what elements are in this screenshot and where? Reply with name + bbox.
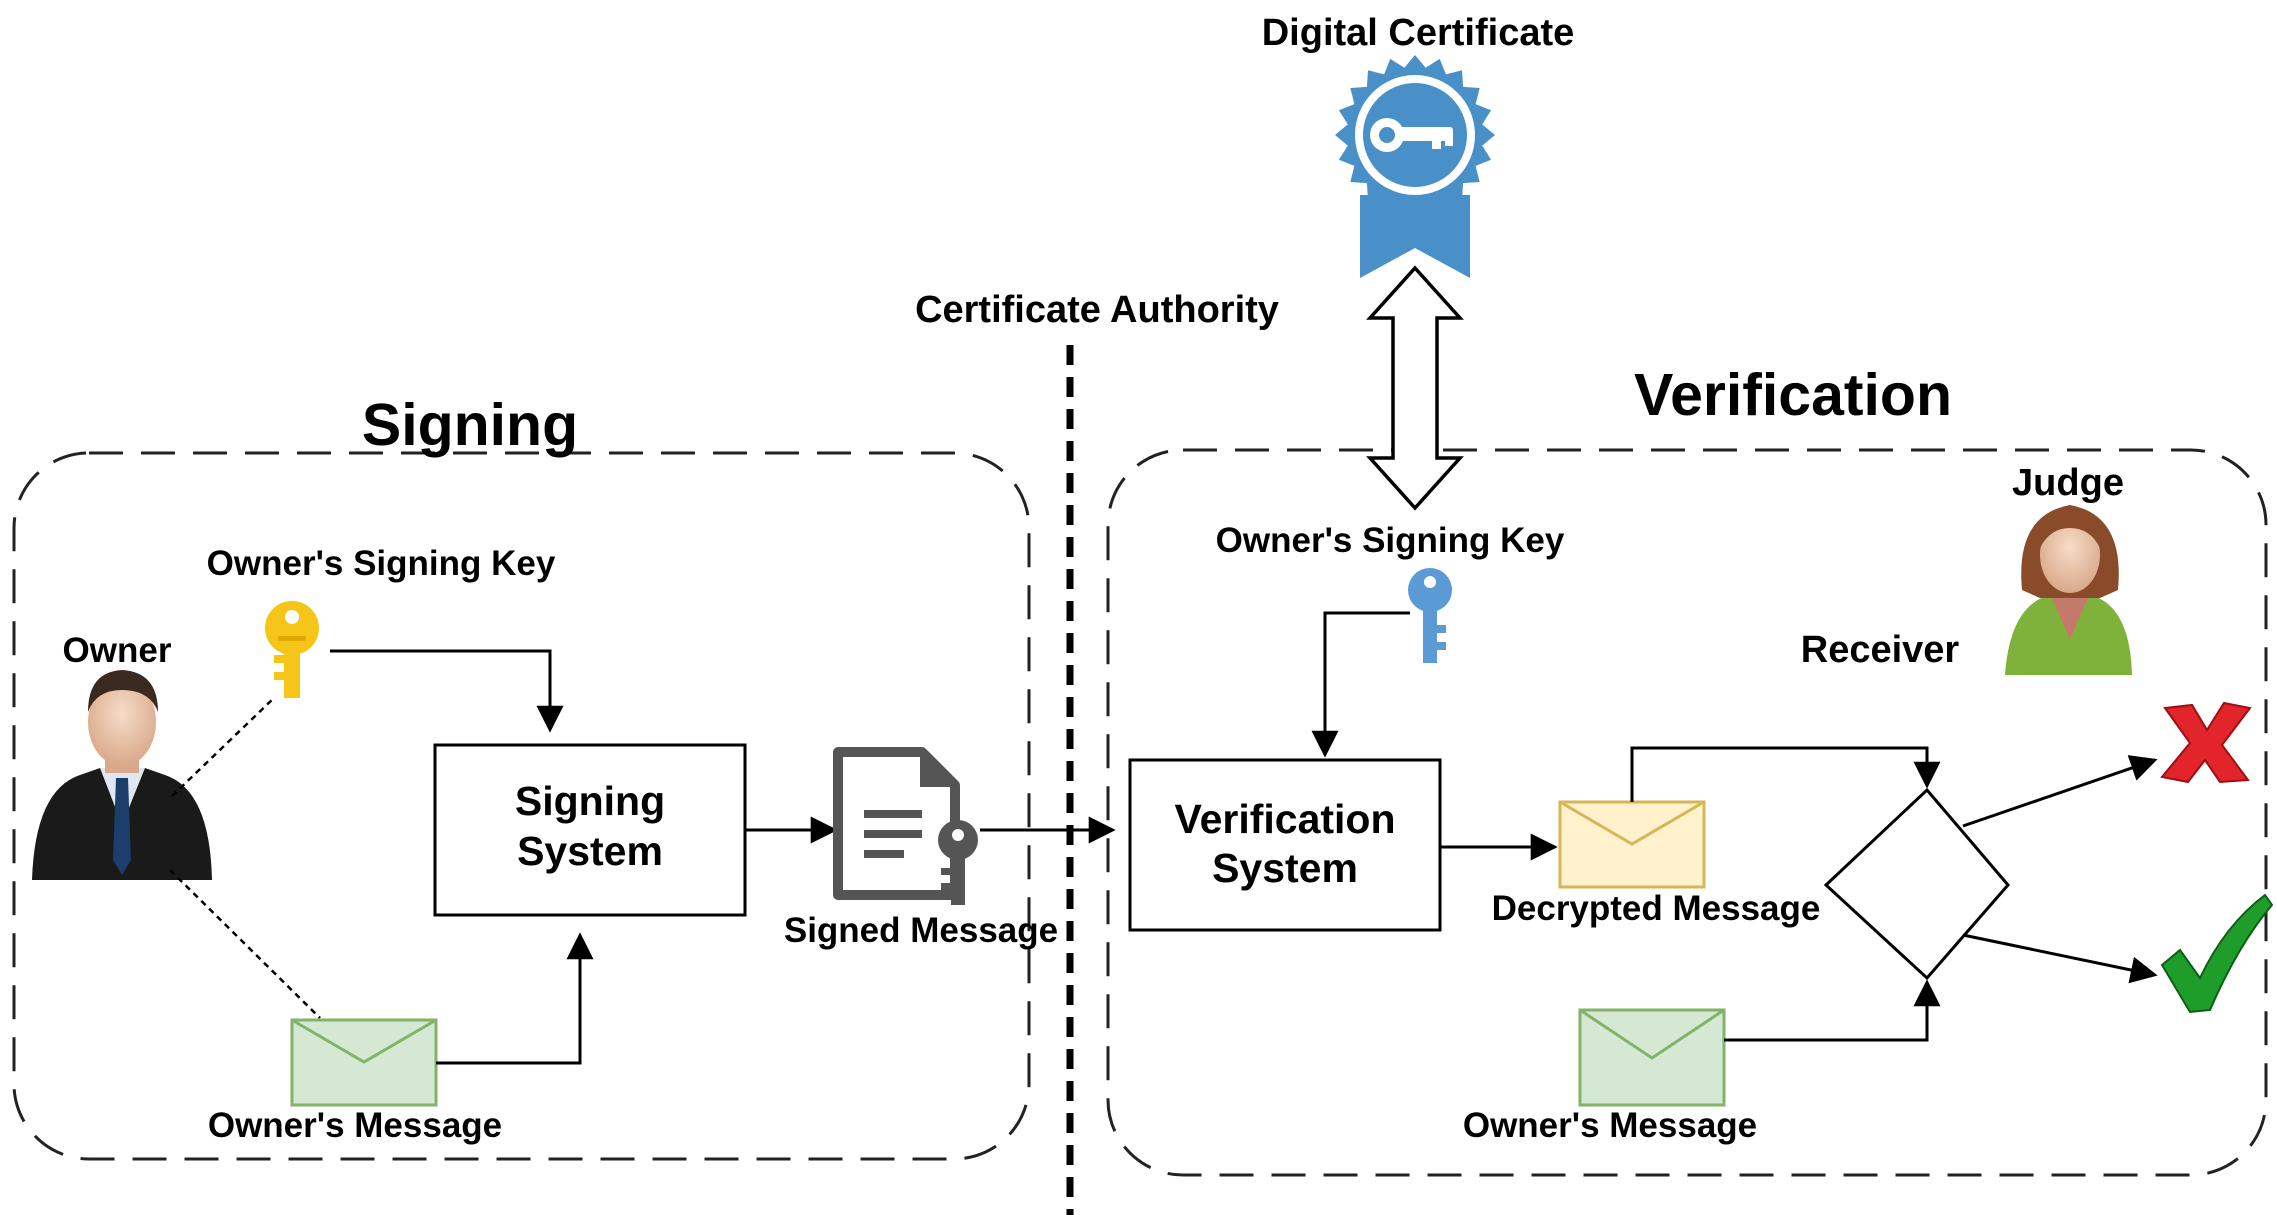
signing-key-icon [265,601,319,698]
signing-region [12,451,1031,1161]
businesswoman-icon [2005,505,2132,675]
authority-label: Certificate Authority [915,289,1279,331]
signed-document-icon [833,747,978,905]
owner-key-link [171,696,276,797]
signing-title: Signing [362,392,578,458]
message-to-compare-arrow [1724,979,1941,1042]
decrypted-message-envelope-icon [1558,800,1706,889]
decrypted-to-compare-arrow [1630,746,1941,802]
verification-owner-message-envelope-icon [1578,1008,1726,1107]
verification-owner-message-label: Owner's Message [1463,1106,1757,1145]
certificate-badge-icon [1335,55,1495,278]
verify-key-label: Owner's Signing Key [1216,521,1565,560]
signing-system-line2: System [517,828,663,874]
owner-message-envelope-icon [290,1018,438,1107]
judge-label: Judge [2012,462,2124,504]
verify-key-icon [1408,568,1452,663]
owner-message-link [169,869,321,1019]
receiver-label: Receiver [1801,629,1960,671]
signed-message-label: Signed Message [784,911,1058,950]
comparison-diamond [1823,787,2010,981]
green-check-icon [2160,893,2274,1014]
verification-system-line1: Verification [1174,796,1395,842]
certificate-exchange-arrow [1366,265,1464,511]
verification-system-line2: System [1212,845,1358,891]
owner-message-label: Owner's Message [208,1106,502,1145]
verification-system-box [1128,758,1442,932]
message-to-signing-arrow [436,932,594,1065]
businessman-icon [32,670,212,880]
key-to-signing-arrow [330,649,564,733]
owner-label: Owner [63,631,172,670]
compare-to-accept-arrow [1962,933,2158,984]
signing-system-line1: Signing [515,778,665,824]
decrypted-message-label: Decrypted Message [1492,889,1821,928]
compare-to-reject-arrow [1962,755,2158,828]
certificate-title: Digital Certificate [1262,12,1575,54]
verification-region [1106,448,2268,1177]
signing-system-box [433,743,747,917]
verification-title: Verification [1634,362,1952,428]
signing-key-label: Owner's Signing Key [207,544,556,583]
red-x-icon [2160,701,2252,784]
key-to-verification-arrow [1311,611,1410,758]
